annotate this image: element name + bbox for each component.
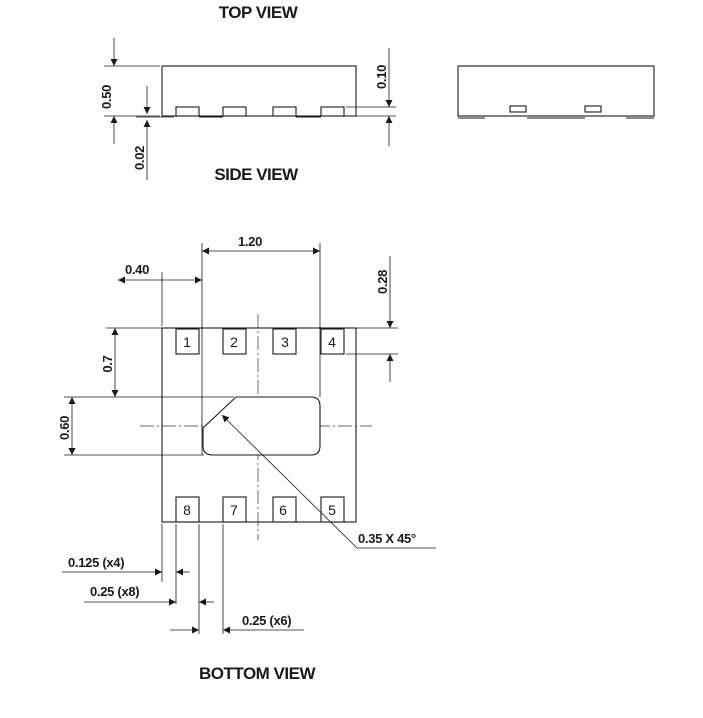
pad-8	[175, 496, 200, 523]
dim-edge-offset-label: 0.40	[125, 262, 149, 277]
side-pad	[272, 106, 297, 117]
top-view-title: TOP VIEW	[219, 3, 299, 22]
pad-6	[272, 496, 297, 523]
bottom-view: 1 2 3 4 8 7 6 5	[140, 314, 372, 540]
pad-2	[222, 328, 247, 355]
package-body-side-rotated	[457, 65, 655, 117]
pin-label: 7	[230, 502, 238, 518]
pad-4	[320, 328, 345, 355]
dim-standoff-label: 0.02	[132, 146, 147, 170]
side-view-left	[161, 65, 357, 118]
chamfer-label: 0.35 X 45°	[358, 531, 416, 546]
side-pad	[320, 106, 345, 117]
dim-center-pad-height: 0.60	[57, 396, 234, 456]
dim-edge-offset: 0.40	[118, 262, 202, 326]
side-pad	[509, 105, 527, 113]
pin-label: 6	[279, 502, 287, 518]
dim-pad-height: 0.10	[346, 48, 396, 146]
dim-pad-gap-note: 0.25 (x6)	[170, 524, 304, 634]
bottom-view-title: BOTTOM VIEW	[199, 664, 316, 683]
pad-7	[222, 496, 247, 523]
dim-pad-width-note-label: 0.125 (x4)	[68, 555, 124, 570]
pin-label: 5	[328, 502, 336, 518]
dim-pad-gap-note-label: 0.25 (x6)	[242, 613, 291, 628]
dim-pad-size-note: 0.25 (x8)	[84, 524, 214, 634]
dim-height: 0.50	[99, 38, 160, 144]
dim-pad-size-note-label: 0.25 (x8)	[90, 584, 139, 599]
dim-pad-length: 0.28	[346, 256, 398, 382]
side-pad	[222, 106, 247, 117]
dim-pad-span: 1.20	[201, 234, 321, 455]
pin-label: 2	[230, 334, 238, 350]
pin-label: 3	[281, 334, 289, 350]
side-view-right	[457, 65, 655, 119]
pad-1	[175, 328, 200, 355]
dim-center-pad-height-label: 0.60	[57, 416, 72, 440]
pad-3	[272, 328, 297, 355]
dim-row-offset: 0.7	[100, 327, 174, 397]
dim-pad-span-label: 1.20	[238, 234, 262, 249]
pin-label: 1	[183, 334, 191, 350]
pad-5	[320, 496, 345, 523]
center-exposed-pad	[202, 396, 321, 456]
dim-standoff: 0.02	[132, 86, 174, 180]
pin-label: 8	[183, 502, 191, 518]
chamfer-leader: 0.35 X 45°	[221, 414, 436, 549]
pin-label: 4	[328, 334, 336, 350]
side-pad	[584, 105, 602, 113]
dim-row-offset-label: 0.7	[100, 355, 115, 372]
dim-pad-width-note: 0.125 (x4)	[62, 524, 190, 604]
side-pad	[175, 106, 200, 117]
side-view-title: SIDE VIEW	[214, 165, 299, 184]
dim-height-label: 0.50	[99, 85, 114, 109]
dim-pad-height-label: 0.10	[374, 65, 389, 89]
dim-pad-length-label: 0.28	[375, 270, 390, 294]
